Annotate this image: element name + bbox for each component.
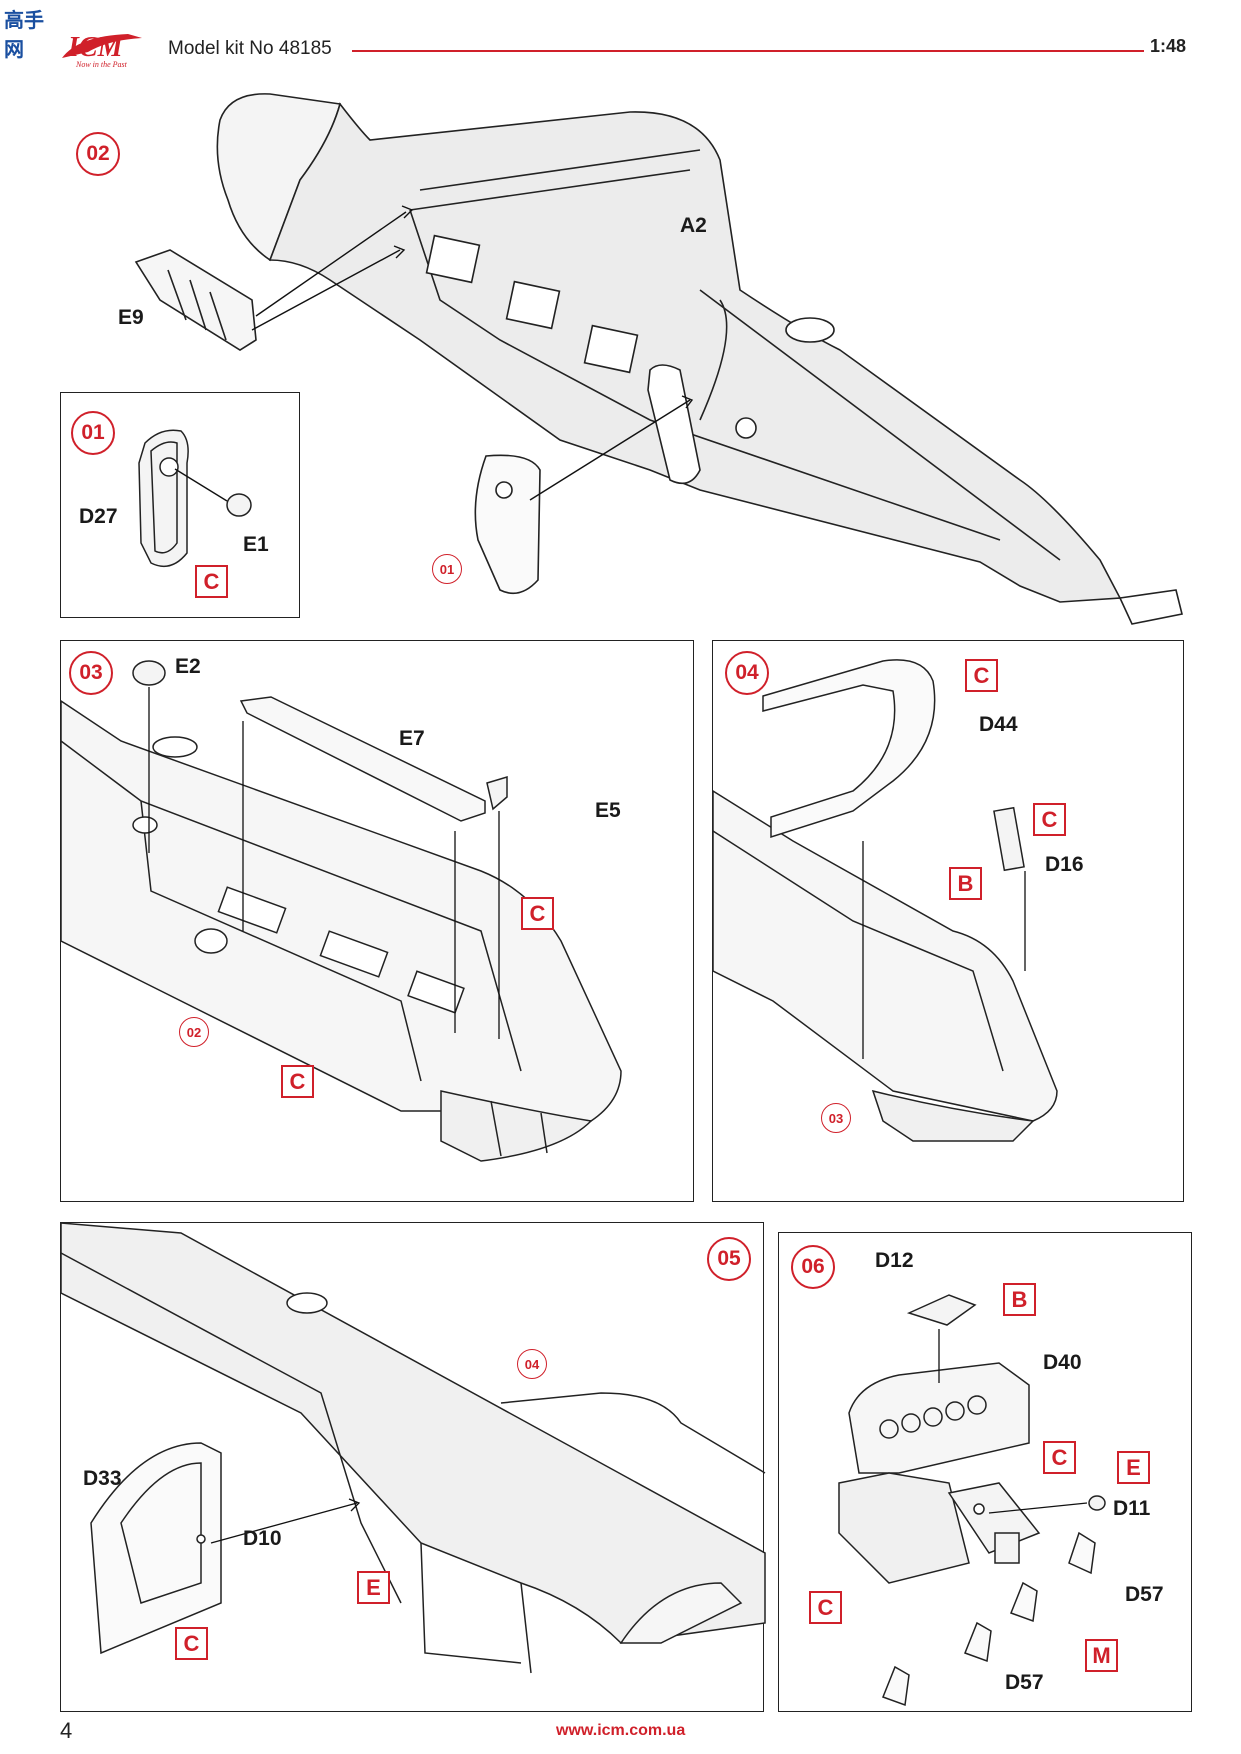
logo-text: ICM <box>68 32 123 63</box>
ref-step-02: 02 <box>179 1017 209 1047</box>
logo-mark <box>62 34 142 58</box>
color-code-c-d16: C <box>1033 803 1066 836</box>
step-05-drawing <box>60 1222 766 1674</box>
part-label-d27: D27 <box>79 505 118 528</box>
panel-step-03: 03 E2 E7 E5 C C 02 <box>60 640 694 1202</box>
panel-step-01: 01 D27 E1 C <box>60 392 300 618</box>
part-label-e1: E1 <box>243 533 269 556</box>
part-label-d11: D11 <box>1113 1497 1151 1520</box>
doc-title: Model kit No 48185 <box>168 38 332 59</box>
color-code-b-d12: B <box>1003 1283 1036 1316</box>
header-rule <box>352 50 1144 52</box>
part-label-d44: D44 <box>979 713 1018 736</box>
color-code-c-d33: C <box>175 1627 208 1660</box>
color-code-c: C <box>195 565 228 598</box>
step-01-badge: 01 <box>71 411 115 455</box>
scale-label: 1:48 <box>1150 36 1187 56</box>
part-label-e5: E5 <box>595 799 621 822</box>
watermark: 高手网 <box>4 8 44 61</box>
part-label-d16: D16 <box>1045 853 1084 876</box>
ref-step-04: 04 <box>517 1349 547 1379</box>
color-code-c-d40: C <box>1043 1441 1076 1474</box>
step-03-badge: 03 <box>69 651 113 695</box>
icm-logo: ICM Now in the Past <box>58 28 148 70</box>
part-label-e9: E9 <box>118 306 144 329</box>
color-code-c-upper: C <box>521 897 554 930</box>
footer-url[interactable]: www.icm.com.ua <box>556 1722 686 1739</box>
step-02-badge: 02 <box>76 132 120 176</box>
fuselage-a2-drawing <box>134 93 1183 625</box>
ref-step-03: 03 <box>821 1103 851 1133</box>
page-number: 4 <box>60 1718 73 1743</box>
step-06-badge: 06 <box>791 1245 835 1289</box>
part-label-a2: A2 <box>680 214 707 237</box>
ref-step-01: 01 <box>432 554 462 584</box>
step-05-badge: 05 <box>707 1237 751 1281</box>
color-code-e-d11: E <box>1117 1451 1150 1484</box>
logo-tagline: Now in the Past <box>76 60 127 69</box>
part-label-d57-right: D57 <box>1125 1583 1164 1606</box>
color-code-e-d10: E <box>357 1571 390 1604</box>
color-code-m-seats: M <box>1085 1639 1118 1672</box>
panel-step-05: 05 04 D33 D10 C E <box>60 1222 766 1712</box>
part-label-d33: D33 <box>83 1467 122 1490</box>
panel-step-06: 06 D12 B D40 C E D11 D57 C M D57 <box>778 1232 1192 1712</box>
part-label-d57-bottom: D57 <box>1005 1671 1044 1694</box>
step-06-drawing <box>838 1294 1106 1707</box>
panel-step-04: 04 C D44 C D16 B 03 <box>712 640 1184 1202</box>
step-03-drawing <box>60 660 622 1162</box>
part-label-d12: D12 <box>875 1249 914 1272</box>
color-code-c-floor: C <box>809 1591 842 1624</box>
part-label-d10: D10 <box>243 1527 282 1550</box>
part-label-d40: D40 <box>1043 1351 1082 1374</box>
step-04-drawing <box>712 659 1058 1142</box>
color-code-c-d44: C <box>965 659 998 692</box>
step-01-drawing <box>138 429 252 568</box>
color-code-c-lower: C <box>281 1065 314 1098</box>
part-label-e7: E7 <box>399 727 425 750</box>
part-label-e2: E2 <box>175 655 201 678</box>
step-04-badge: 04 <box>725 651 769 695</box>
color-code-b-d16: B <box>949 867 982 900</box>
